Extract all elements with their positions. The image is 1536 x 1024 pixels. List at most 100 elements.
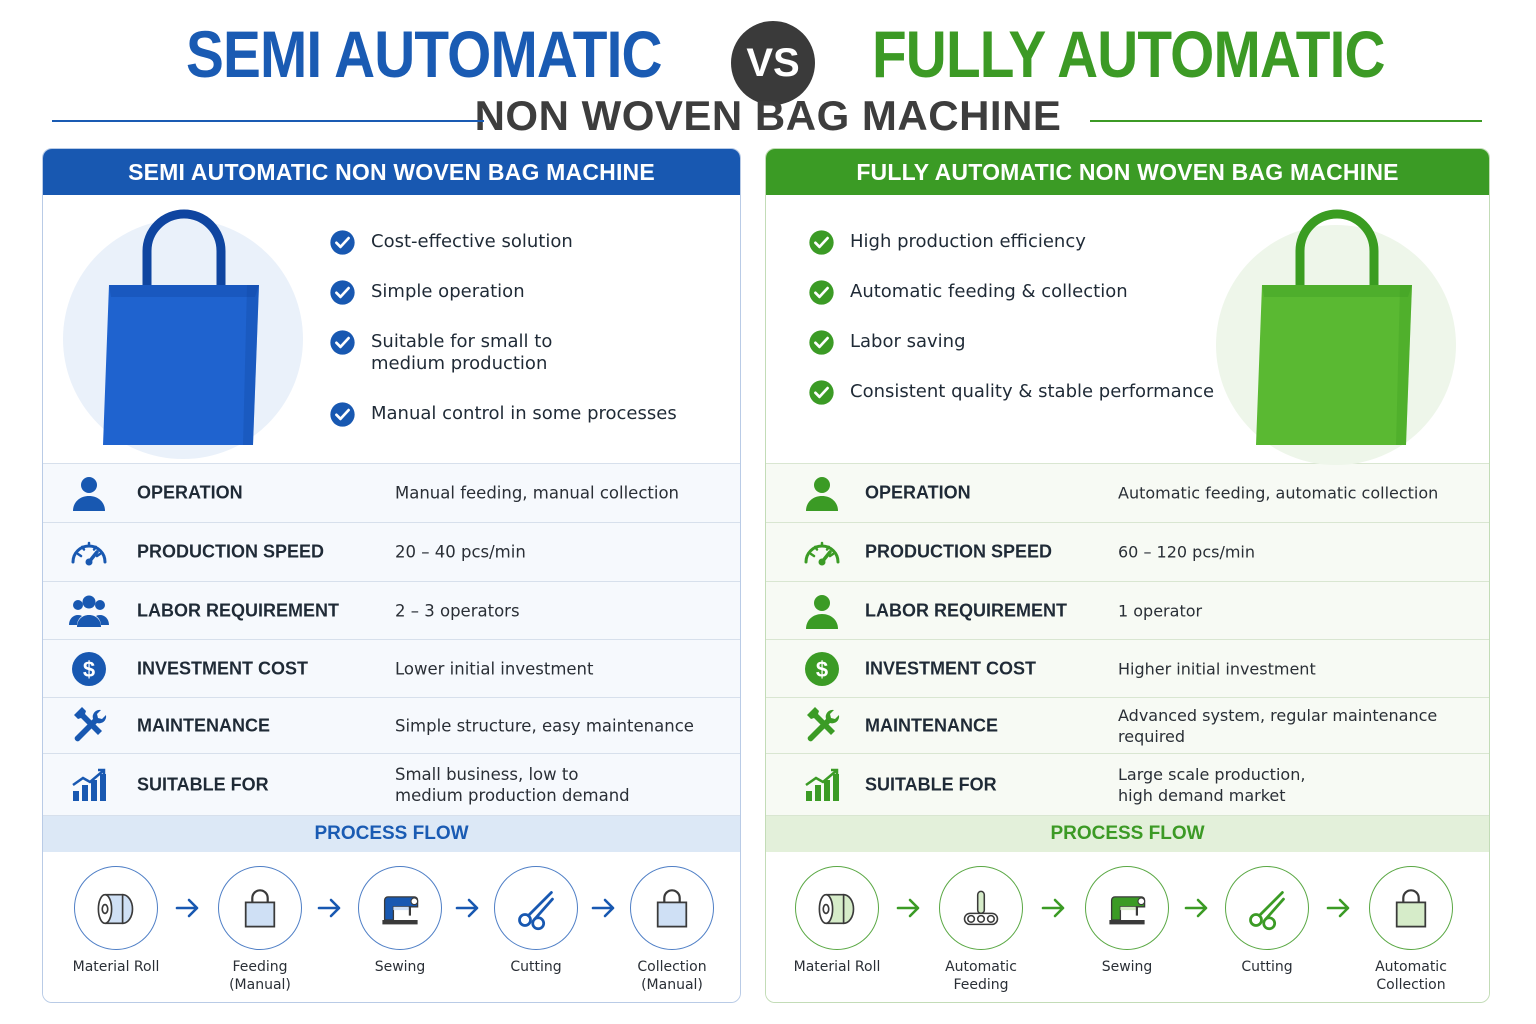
growth-chart-icon	[69, 765, 109, 805]
full-panel-title: FULLY AUTOMATIC NON WOVEN BAG MACHINE	[766, 149, 1489, 195]
growth-chart-icon	[802, 765, 842, 805]
divider-left	[52, 120, 484, 122]
spec-row-maintenance: MAINTENANCE Advanced system, regular mai…	[766, 698, 1489, 754]
feature-item: Suitable for small to medium production	[329, 330, 677, 375]
feature-text: Consistent quality & stable performance	[850, 381, 1215, 402]
spec-row-operation: OPERATION Automatic feeding, automatic c…	[766, 464, 1489, 523]
spec-row-suitable-for: SUITABLE FOR Small business, low to medi…	[43, 754, 740, 816]
full-spec-table: OPERATION Automatic feeding, automatic c…	[766, 463, 1489, 816]
process-step: Material Roll	[61, 866, 171, 976]
spec-label: SUITABLE FOR	[865, 774, 997, 794]
process-step-label: Cutting	[1241, 959, 1293, 975]
spec-row-labor-requirement: LABOR REQUIREMENT 1 operator	[766, 582, 1489, 640]
feature-text: Suitable for small to medium production	[371, 331, 553, 374]
comparison-title: SEMI AUTOMATIC VS FULLY AUTOMATIC	[0, 14, 1536, 105]
arrow-right-icon	[1040, 896, 1068, 920]
feature-text: Labor saving	[850, 331, 966, 352]
person-icon	[802, 473, 842, 513]
semi-process-flow-title: PROCESS FLOW	[43, 816, 740, 852]
spec-value: Small business, low to medium production…	[395, 764, 630, 805]
full-hero: High production efficiency Automatic fee…	[766, 195, 1489, 465]
dollar-icon: $	[802, 649, 842, 689]
spec-row-investment-cost: $ INVESTMENT COST Higher initial investm…	[766, 640, 1489, 698]
feature-text: Simple operation	[371, 281, 525, 302]
semi-panel-title: SEMI AUTOMATIC NON WOVEN BAG MACHINE	[43, 149, 740, 195]
process-step: Cutting	[481, 866, 591, 976]
spec-label: OPERATION	[137, 482, 243, 503]
feature-item: Labor saving	[808, 329, 1214, 356]
arrow-right-icon	[316, 896, 344, 920]
feature-text: Manual control in some processes	[371, 403, 677, 424]
sewing-machine-icon	[358, 866, 442, 950]
feature-item: Cost-effective solution	[329, 230, 677, 255]
feature-text: High production efficiency	[850, 231, 1086, 252]
spec-value: 20 – 40 pcs/min	[395, 542, 526, 562]
spec-row-production-speed: PRODUCTION SPEED 60 – 120 pcs/min	[766, 523, 1489, 582]
spec-value: Higher initial investment	[1118, 659, 1316, 678]
arrow-right-icon	[454, 896, 482, 920]
spec-value: Large scale production, high demand mark…	[1118, 764, 1306, 805]
feature-item: Manual control in some processes	[329, 402, 677, 427]
person-icon	[802, 591, 842, 631]
speedometer-icon	[802, 532, 842, 572]
arrow-right-icon	[590, 896, 618, 920]
full-process-flow-title: PROCESS FLOW	[766, 816, 1489, 852]
divider-right	[1090, 120, 1482, 122]
full-process-flow: Material Roll Automatic Feeding Sewing C…	[766, 852, 1489, 1002]
spec-label: MAINTENANCE	[137, 715, 270, 735]
process-step: Cutting	[1212, 866, 1322, 976]
semi-bag-image	[99, 209, 269, 453]
semi-automatic-panel: SEMI AUTOMATIC NON WOVEN BAG MACHINE Cos…	[42, 148, 741, 1003]
spec-label: OPERATION	[865, 482, 971, 503]
check-icon	[808, 279, 835, 306]
arrow-right-icon	[1183, 896, 1211, 920]
spec-label: SUITABLE FOR	[137, 774, 269, 794]
spec-value: Simple structure, easy maintenance	[395, 716, 694, 735]
auto-feeder-icon	[939, 866, 1023, 950]
svg-text:$: $	[83, 657, 95, 682]
arrow-right-icon	[1325, 896, 1353, 920]
material-roll-icon	[74, 866, 158, 950]
spec-label: MAINTENANCE	[865, 715, 998, 735]
page-subtitle: NON WOVEN BAG MACHINE	[474, 92, 1062, 139]
spec-label: LABOR REQUIREMENT	[865, 600, 1067, 620]
bag-icon	[630, 866, 714, 950]
process-step-label: Cutting	[510, 959, 562, 975]
scissors-icon	[494, 866, 578, 950]
check-icon	[808, 329, 835, 356]
feature-item: Automatic feeding & collection	[808, 279, 1214, 306]
bag-icon	[1369, 866, 1453, 950]
svg-text:$: $	[816, 657, 828, 682]
check-icon	[808, 229, 835, 256]
dollar-icon: $	[69, 649, 109, 689]
spec-value: Lower initial investment	[395, 659, 594, 678]
spec-label: INVESTMENT COST	[137, 658, 309, 678]
semi-hero: Cost-effective solution Simple operation…	[43, 195, 740, 463]
person-icon	[69, 473, 109, 513]
process-step-label: Material Roll	[72, 959, 160, 975]
scissors-icon	[1225, 866, 1309, 950]
spec-row-suitable-for: SUITABLE FOR Large scale production, hig…	[766, 754, 1489, 816]
group-icon	[69, 591, 109, 631]
feature-text: Cost-effective solution	[371, 231, 573, 252]
spec-label: PRODUCTION SPEED	[865, 541, 1053, 562]
material-roll-icon	[795, 866, 879, 950]
speedometer-icon	[69, 532, 109, 572]
spec-value: 60 – 120 pcs/min	[1118, 542, 1256, 562]
arrow-right-icon	[895, 896, 923, 920]
process-step: Feeding (Manual)	[205, 866, 315, 994]
process-step: Material Roll	[782, 866, 892, 976]
spec-label: LABOR REQUIREMENT	[137, 600, 339, 620]
vs-badge: VS	[731, 21, 815, 105]
spec-value: 2 – 3 operators	[395, 601, 520, 620]
fully-automatic-panel: FULLY AUTOMATIC NON WOVEN BAG MACHINE Hi…	[765, 148, 1490, 1003]
process-step-label: Sewing	[374, 959, 426, 975]
feature-item: High production efficiency	[808, 229, 1214, 256]
process-step: Sewing	[1072, 866, 1182, 976]
spec-label: INVESTMENT COST	[865, 658, 1037, 678]
process-step-label: Material Roll	[793, 959, 881, 975]
spec-row-production-speed: PRODUCTION SPEED 20 – 40 pcs/min	[43, 523, 740, 582]
fully-automatic-title: FULLY AUTOMATIC	[872, 17, 1386, 91]
process-step-label: Collection (Manual)	[637, 959, 707, 993]
process-step-label: Automatic Collection	[1375, 959, 1447, 993]
